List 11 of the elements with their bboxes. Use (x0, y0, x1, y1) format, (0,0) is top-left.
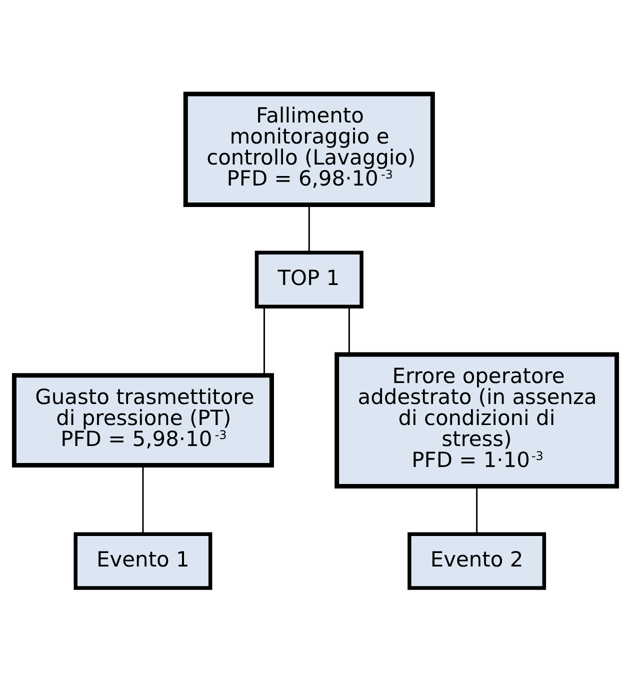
connector (476, 486, 478, 533)
connector (348, 306, 350, 354)
node-box: Errore operatore addestrato (in assenza di condizioni di stress) PFD = 1·10$^{-3}$ (334, 352, 620, 488)
connector (263, 306, 265, 375)
node-box: Evento 1 (74, 532, 212, 590)
node-box: Evento 2 (408, 532, 546, 590)
node-box: Fallimento monitoraggio e controllo (Lavaggio) PFD = 6,98·10$^{-3}$ (183, 91, 435, 207)
node-box: TOP 1 (254, 250, 364, 308)
connector (308, 204, 310, 252)
node-box: Guasto trasmettitore di pressione (PT) PFD = 5,98·10$^{-3}$ (12, 372, 274, 467)
connector (142, 464, 144, 534)
